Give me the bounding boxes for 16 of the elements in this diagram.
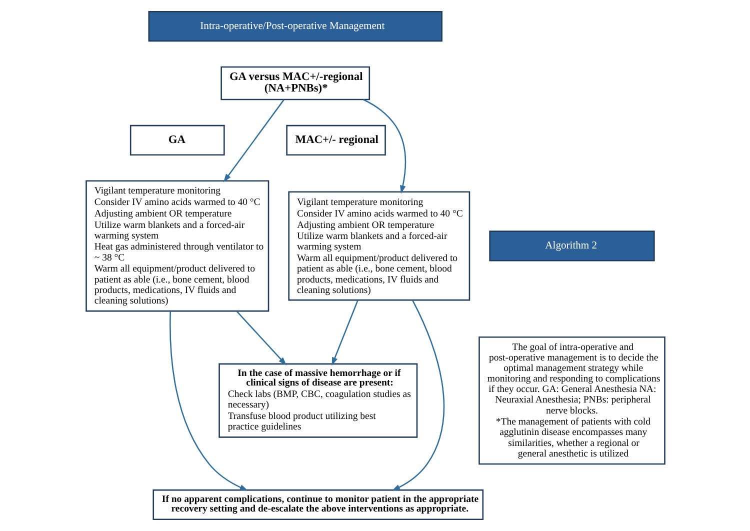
arrow bbox=[362, 99, 406, 194]
arrow bbox=[391, 300, 444, 491]
node-box: Algorithm 2 bbox=[488, 230, 654, 262]
node-box: Vigilant temperature monitoring Consider IV amino acids warmed to 40 °C Adjusting ambient OR temperature Utilize warm blankets and a forced-air warming system Heat gas administered through ventilator to ~ 38 °C Warm all equipment/product delivered to patient as able (i.e., bone cement, blood products, medications, IV fluids and cleaning solutions) bbox=[85, 180, 269, 312]
arrow bbox=[222, 99, 284, 182]
node-box: GA bbox=[129, 124, 224, 156]
node-box: If no apparent complications, continue to monitor patient in the appropriate recovery setting and de-escalate the above interventions as appropriate. bbox=[152, 489, 484, 520]
arrow bbox=[236, 310, 286, 366]
node-box: GA versus MAC+/-regional (NA+PNBs)* bbox=[220, 66, 370, 100]
node-box: Intra-operative/Post-operative Management bbox=[148, 11, 442, 42]
arrow bbox=[169, 311, 248, 491]
arrow bbox=[331, 300, 358, 366]
node-box: In the case of massive hemorrhage or if clinical signs of disease are present: Check labs (BMP, CBC, coagulation studies as necessary) Transfuse blood product utilizing best practice guidelines bbox=[218, 363, 418, 438]
node-box: Vigilant temperature monitoring Consider IV amino acids warmed to 40 °C Adjusting ambient OR temperature Utilize warm blankets and a forced-air warming system Warm all equipment/product delivered to patient as able (i.e., bone cement, blood products, medications, IV fluids and cleaning solutions) bbox=[288, 191, 470, 301]
node-box: The goal of intra-operative and post-operative management is to decide the optimal management strategy while monitoring and responding to complications if they occur. GA: General Anesthesia NA: Neuraxial Anesthesia; PNBs: peripheral nerve blocks. *The management of patients with cold agglutinin disease encompasses many similarities, whether a regional or general anesthetic is utilized bbox=[478, 336, 665, 465]
node-box: MAC+/- regional bbox=[286, 124, 386, 156]
